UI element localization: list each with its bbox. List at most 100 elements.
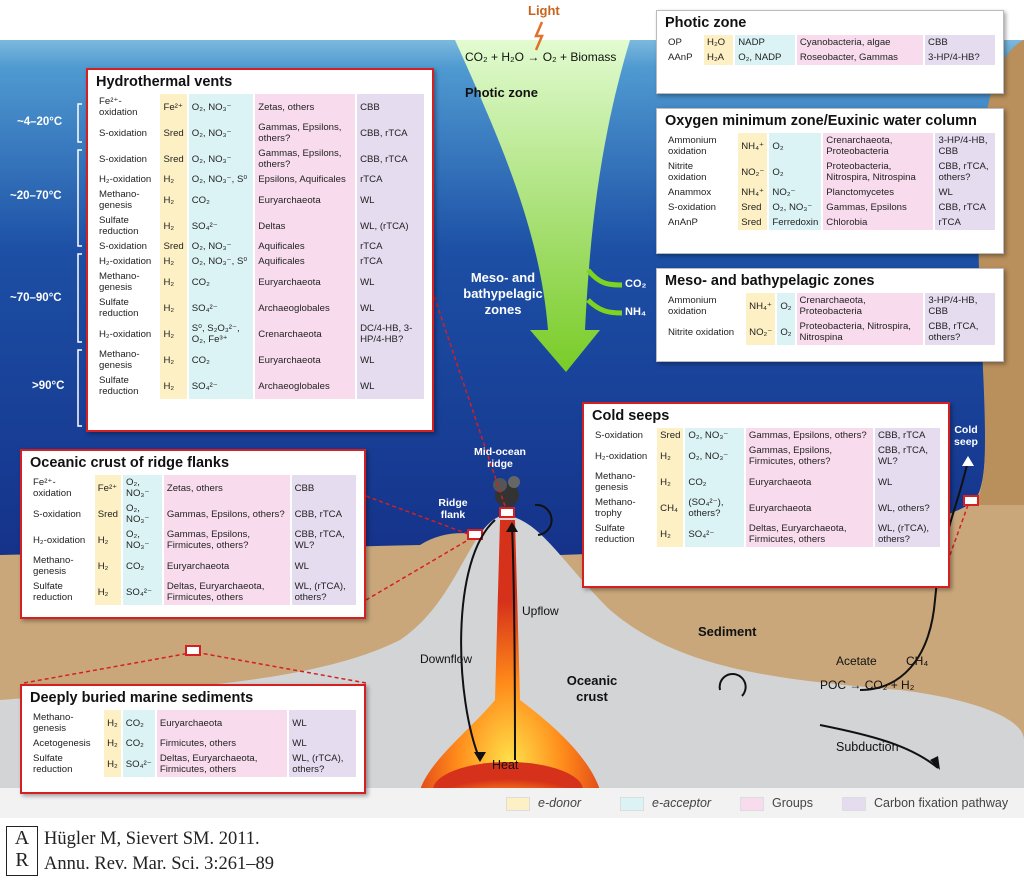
e-donor-cell: NH₄⁺ — [746, 293, 776, 319]
e-acceptor-cell: SO₄²⁻ — [123, 579, 162, 605]
photosynthesis-equation: CO₂ + H₂O → O₂ + Biomass — [465, 50, 616, 64]
process-cell: H₂-oxidation — [96, 321, 159, 347]
groups-cell: Euryarchaeota — [255, 347, 356, 373]
process-cell: S-oxidation — [665, 200, 737, 215]
groups-cell: Firmicutes, others — [156, 736, 288, 751]
co2-h2-label: CO₂ + H₂ — [864, 678, 915, 692]
groups-cell: Gammas, Epsilons, Firmicutes, others? — [163, 527, 290, 553]
sediment-layer — [0, 90, 1024, 800]
pathway-cell: WL, (rTCA), others? — [289, 751, 356, 777]
e-donor-cell: Fe²⁺ — [160, 94, 187, 120]
e-acceptor-cell: O₂ — [769, 133, 822, 159]
e-acceptor-cell: O₂, NADP — [735, 50, 795, 65]
pathway-cell: WL — [874, 469, 940, 495]
process-cell: Sulfate reduction — [30, 751, 103, 777]
pathway-cell: CBB — [925, 35, 995, 50]
e-acceptor-cell: O₂, NO₃⁻ — [123, 527, 162, 553]
process-cell: Ammonium oxidation — [665, 293, 745, 319]
sediment-label: Sediment — [698, 624, 757, 639]
groups-cell: Zetas, others — [255, 94, 356, 120]
process-cell: Fe²⁺-oxidation — [30, 475, 93, 501]
e-acceptor-cell: NADP — [735, 35, 795, 50]
pathway-cell: WL — [357, 187, 424, 213]
legend-acceptor: e-acceptor — [620, 796, 711, 811]
temperature-label: ~70–90°C — [10, 292, 62, 304]
oceanic-crust-label: Oceanic crust — [560, 673, 624, 705]
pathway-cell: WL, (rTCA), others? — [874, 521, 940, 547]
process-cell: Sulfate reduction — [96, 295, 159, 321]
e-donor-cell: H₂ — [160, 254, 187, 269]
upflow-label: Upflow — [522, 604, 559, 618]
oceanic-crust-label-line: Oceanic — [566, 673, 618, 688]
e-acceptor-cell: O₂, NO₃⁻ — [685, 443, 744, 469]
groups-cell: Proteobacteria, Nitrospira, Nitrospina — [823, 159, 934, 185]
e-acceptor-cell: O₂, NO₃⁻ — [188, 146, 254, 172]
process-cell: S-oxidation — [96, 146, 159, 172]
e-donor-cell: H₂ — [94, 527, 122, 553]
light-beam — [455, 40, 630, 372]
process-cell: OP — [665, 35, 703, 50]
groups-cell: Deltas — [255, 213, 356, 239]
downflow-label: Downflow — [420, 652, 473, 666]
process-cell: Methano-genesis — [592, 469, 656, 495]
groups-cell: Proteobacteria, Nitrospira, Nitrospina — [796, 319, 924, 345]
e-donor-cell: H₂ — [160, 347, 187, 373]
process-cell: AAnP — [665, 50, 703, 65]
process-cell: Nitrite oxidation — [665, 319, 745, 345]
e-donor-cell: NO₂⁻ — [746, 319, 776, 345]
e-donor-cell: H₂ — [160, 373, 187, 399]
vent-marker — [499, 507, 515, 518]
citation-line: Hügler M, Sievert SM. 2011. — [44, 829, 260, 849]
e-acceptor-cell: O₂, NO₃⁻, S⁰ — [188, 254, 254, 269]
groups-cell: Euryarchaeota — [745, 469, 873, 495]
e-donor-cell: H₂ — [104, 736, 121, 751]
groups-cell: Crenarchaeota — [255, 321, 356, 347]
e-acceptor-cell: SO₄²⁻ — [122, 751, 155, 777]
mid-ocean-ridge-label-line: ridge — [487, 458, 513, 470]
groups-cell: Aquificales — [255, 239, 356, 254]
e-acceptor-cell: SO₄²⁻ — [188, 295, 254, 321]
pathway-cell: WL — [357, 295, 424, 321]
groups-cell: Gammas, Epsilons, others? — [745, 428, 873, 443]
e-acceptor-cell: CO₂ — [122, 736, 155, 751]
legend-carbon: Carbon fixation pathway — [842, 796, 1008, 811]
ridge-flank-label-line: Ridge — [438, 497, 468, 509]
groups-cell: Deltas, Euryarchaeota, Firmicutes, other… — [163, 579, 290, 605]
mid-ocean-ridge-label-line: Mid-ocean — [474, 446, 526, 458]
groups-cell: Crenarchaeota, Proteobacteria — [823, 133, 934, 159]
meso-zone-label-line: Meso- and — [470, 270, 536, 285]
pathway-cell: WL — [289, 736, 356, 751]
e-donor-cell: H₂ — [160, 295, 187, 321]
e-donor-cell: H₂A — [704, 50, 734, 65]
groups-cell: Euryarchaeota — [255, 269, 356, 295]
groups-cell: Euryarchaeota — [255, 187, 356, 213]
process-cell: S-oxidation — [96, 239, 159, 254]
groups-cell: Gammas, Epsilons — [823, 200, 934, 215]
e-donor-cell: Sred — [94, 501, 122, 527]
groups-cell: Deltas, Euryarchaeota, Firmicutes, other… — [745, 521, 873, 547]
legend-label: e-donor — [538, 796, 582, 810]
groups-cell: Cyanobacteria, algae — [796, 35, 924, 50]
e-donor-cell: Sred — [738, 200, 768, 215]
process-cell: H₂-oxidation — [96, 254, 159, 269]
citation-line: Annu. Rev. Mar. Sci. 3:261–89 — [44, 854, 275, 874]
process-cell: Fe²⁺-oxidation — [96, 94, 159, 120]
process-cell: Methano-genesis — [96, 347, 159, 373]
pathway-cell: WL — [357, 269, 424, 295]
process-cell: AnAnP — [665, 215, 737, 230]
groups-cell: Aquificales — [255, 254, 356, 269]
